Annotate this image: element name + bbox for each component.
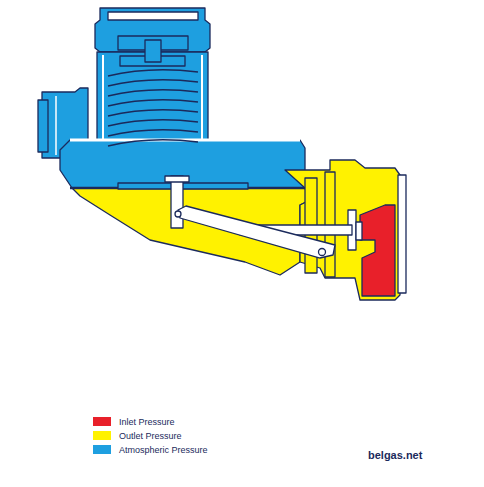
legend-swatch	[93, 417, 111, 426]
spring-coil	[108, 120, 198, 126]
site-label: belgas.net	[368, 449, 422, 461]
spring-coil	[108, 80, 198, 86]
legend-row: Atmospheric Pressure	[93, 444, 208, 455]
legend-swatch	[93, 445, 111, 454]
legend-text: Atmospheric Pressure	[119, 445, 208, 455]
legend-swatch	[93, 431, 111, 440]
spring-coil	[108, 130, 198, 136]
spring-coil	[108, 90, 198, 96]
spring-coil	[108, 110, 198, 116]
spring-coil	[108, 140, 198, 146]
legend-row: Inlet Pressure	[93, 416, 175, 427]
legend-text: Inlet Pressure	[119, 417, 175, 427]
legend-text: Outlet Pressure	[119, 431, 182, 441]
spring-coil	[108, 100, 198, 106]
spring-coil	[108, 70, 198, 76]
legend-row: Outlet Pressure	[93, 430, 182, 441]
